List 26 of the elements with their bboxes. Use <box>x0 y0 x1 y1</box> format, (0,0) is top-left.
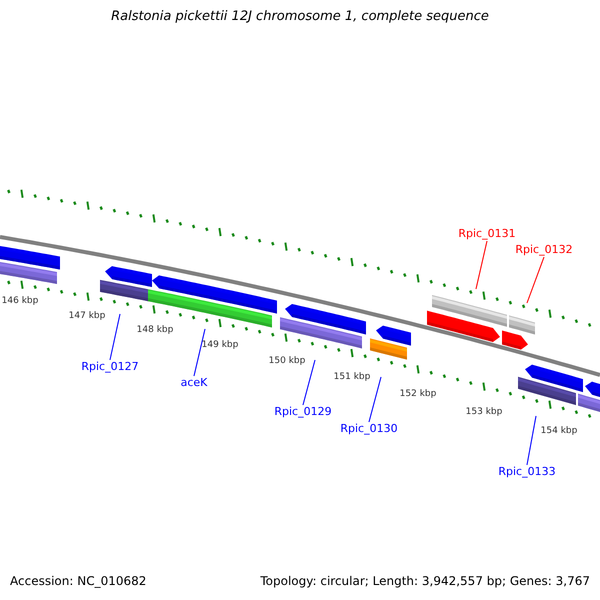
scale-label: 146 kbp <box>2 297 38 307</box>
leader-line <box>526 256 544 304</box>
scale-label: 153 kbp <box>466 408 502 418</box>
gene-label: Rpic_0131 <box>458 228 516 240</box>
gene-label: aceK <box>180 376 208 390</box>
scale-label: 150 kbp <box>268 357 306 367</box>
leader-line <box>302 360 316 406</box>
gene-label: Rpic_0129 <box>274 406 332 418</box>
gene-label: Rpic_0127 <box>81 360 139 374</box>
scale-label: 149 kbp <box>202 341 238 351</box>
leader-line <box>476 240 488 290</box>
scale-label: 152 kbp <box>400 390 436 400</box>
gene-label: Rpic_0133 <box>498 466 556 478</box>
leader-line <box>526 416 536 466</box>
scale-label: 151 kbp <box>334 373 370 383</box>
footer-text: Topology: circular; Length: 3,942,557 bp; Genes: 3,767 <box>260 575 590 589</box>
leader-line <box>194 328 206 376</box>
title: Ralstonia pickettii 12J chromosome 1, complete sequence <box>110 10 490 24</box>
gene-label: Rpic_0130 <box>340 422 398 436</box>
scale-label: 147 kbp <box>68 312 106 322</box>
leader-line <box>368 376 382 422</box>
scale-label: 148 kbp <box>136 326 174 336</box>
gene-label: Rpic_0132 <box>515 244 573 256</box>
scale-label: 154 kbp <box>540 427 578 437</box>
leader-line <box>110 314 120 360</box>
footer-text: Accession: NC_010682 <box>10 575 146 589</box>
